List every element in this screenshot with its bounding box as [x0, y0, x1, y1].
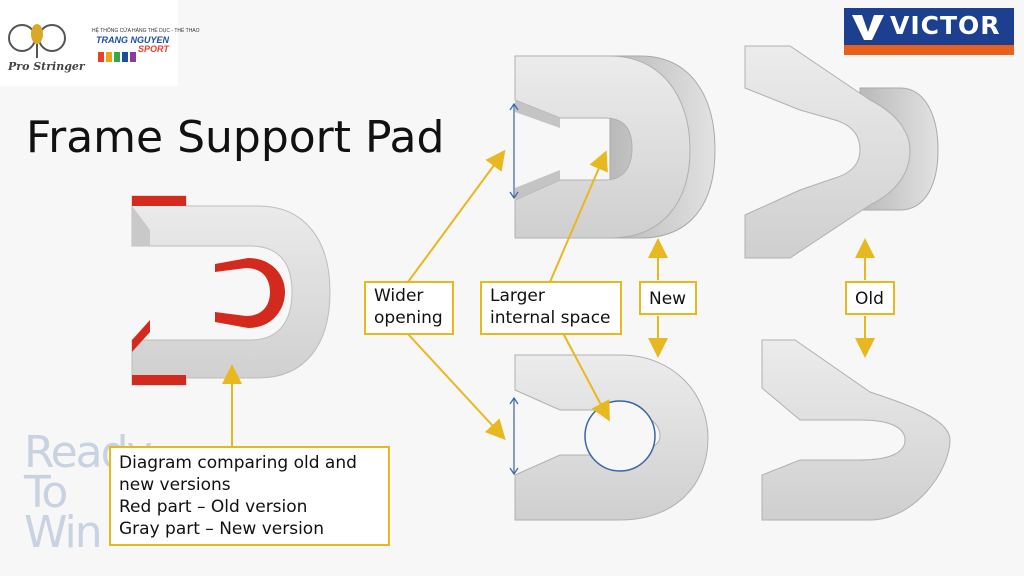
label-old: Old — [845, 281, 895, 315]
label-new: New — [639, 281, 697, 315]
callout-arrows — [222, 149, 875, 446]
larger-space-line1: Larger — [490, 286, 545, 306]
legend-line1: Diagram comparing old and — [119, 453, 357, 473]
legend-line4: Gray part – New version — [119, 519, 324, 539]
watermark-win: Win — [24, 507, 103, 558]
callout-wider-opening: Wider opening — [364, 281, 454, 335]
new-pad-top — [514, 55, 716, 239]
victor-logo: VICTOR — [844, 8, 1014, 56]
wider-opening-line1: Wider — [374, 286, 424, 306]
partner-logos: Pro Stringer HỆ THỐNG CỬA HÀNG THỂ DỤC -… — [0, 0, 200, 86]
old-pad-top — [744, 45, 939, 259]
legend-box: Diagram comparing old and new versions R… — [109, 446, 390, 546]
shop-tagline: HỆ THỐNG CỬA HÀNG THỂ DỤC - THỂ THAO — [92, 28, 200, 34]
internal-space-circle — [584, 400, 656, 472]
shop-sub: SPORT — [138, 44, 169, 54]
wider-opening-line2: opening — [374, 308, 443, 328]
larger-space-line2: internal space — [490, 308, 611, 328]
old-pad-bottom — [761, 339, 951, 521]
callout-larger-space: Larger internal space — [480, 281, 622, 335]
victor-v-icon — [852, 15, 884, 40]
watermark-to: To — [24, 467, 68, 518]
page-title: Frame Support Pad — [26, 112, 445, 163]
runners-icon — [98, 52, 136, 62]
legend-line2: new versions — [119, 475, 231, 495]
combined-pad-part — [131, 195, 331, 386]
legend-line3: Red part – Old version — [119, 497, 308, 517]
pro-stringer-logo: Pro Stringer — [8, 60, 85, 73]
new-pad-bottom — [514, 354, 709, 521]
pro-stringer-emblem-icon — [8, 24, 66, 58]
victor-wordmark: VICTOR — [890, 11, 1001, 40]
shop-name: TRANG NGUYEN — [96, 35, 170, 45]
